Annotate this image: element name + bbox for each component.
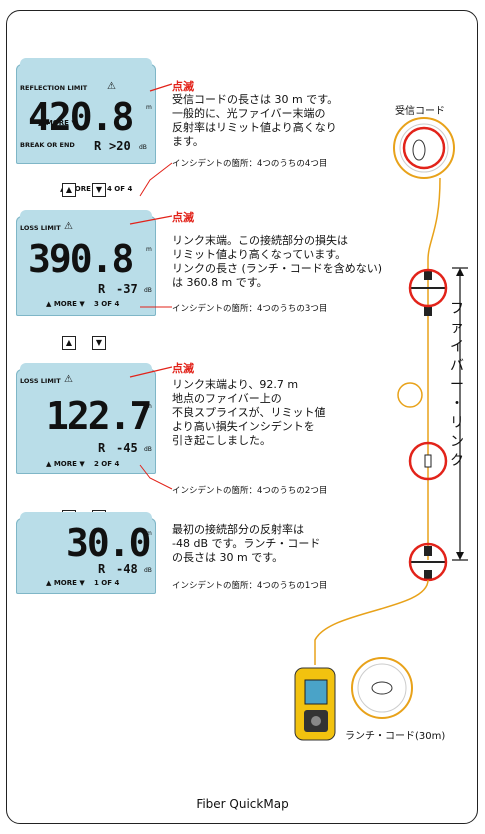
lcd-r-unit: dB [139,144,147,151]
lcd-value: 420.8 [28,95,134,139]
lcd-r-label: R [98,562,106,576]
lcd-display-3: LOSS LIMIT ⚠ 390.8 m R -37 dB [16,210,156,316]
desc-1: 最初の接続部分の反射率は -48 dB です。ランチ・コード の長さは 30 m… [172,523,321,564]
note-4: インシデントの箇所：4つのうちの4つ目 [172,159,328,169]
index-label-3: 3 OF 4 [94,300,120,308]
lcd-r-unit: dB [144,446,152,453]
lcd-value: 390.8 [28,237,134,281]
lcd-unit: m [146,246,152,253]
note-pointer-2 [139,464,173,490]
warning-icon: ⚠ [64,221,73,232]
more-label-1: ▲ MORE ▼ [46,579,85,587]
index-label-4: 4 OF 4 [107,185,133,193]
more-label-3: ▲ MORE ▼ [46,300,85,308]
lcd-r-label: R [94,139,102,153]
figure-caption: Fiber QuickMap [196,797,289,811]
lcd-r-value: -37 [116,282,138,296]
lcd-r-unit: dB [144,287,152,294]
lcd-header: REFLECTION LIMIT [20,84,88,92]
lcd-unit: m [146,104,152,111]
up-arrow-button[interactable]: ▲ [62,183,76,197]
note-pointer-4 [139,162,173,197]
receive-cord-label: 受信コード [395,106,445,117]
desc-3: リンク末端。この接続部分の損失は リミット値より高くなっています。 リンクの長さ… [172,234,383,289]
index-label-1: 1 OF 4 [94,579,120,587]
lcd-header: LOSS LIMIT [20,377,61,385]
blink-pointer-2 [129,366,173,378]
more-label-4: ▲ MORE ▼ [60,185,99,193]
lcd-value: 30.0 [66,521,152,565]
fiber-path [427,177,441,560]
fiber-loop [397,382,423,408]
more-label-2: ▲ MORE ▼ [46,460,85,468]
lcd-more: ▲ MORE ▼ [38,119,77,127]
lcd-display-1: 30.0 m R -48 dB [16,512,156,594]
blink-label-4: 点滅 [172,80,194,93]
note-1: インシデントの箇所：4つのうちの1つ目 [172,581,328,591]
lcd-r-value: -45 [116,441,138,455]
blink-pointer-3 [129,215,173,225]
receive-connector [412,139,426,161]
launch-cord-path [314,579,429,665]
note-2: インシデントの箇所：4つのうちの2つ目 [172,486,328,496]
lcd-r-label: R [98,282,106,296]
lcd-unit: m [146,403,152,410]
warning-icon: ⚠ [107,81,116,92]
lcd-unit: m [146,530,152,537]
figure-frame [6,10,478,824]
down-arrow-button[interactable]: ▼ [92,183,106,197]
fiber-link-label: ファイバー・リンク [450,301,464,469]
tester-screen [304,679,328,705]
up-arrow-button[interactable]: ▲ [62,336,76,350]
lcd-display-2: LOSS LIMIT ⚠ 122.7 m R -45 dB [16,363,156,474]
lcd-r-unit: dB [144,567,152,574]
lcd-r-label: R [98,441,106,455]
blink-pointer-4 [149,83,173,92]
down-arrow-button[interactable]: ▼ [92,336,106,350]
lcd-display-4: REFLECTION LIMIT ⚠ 420.8 m BREAK OR END … [16,58,156,164]
blink-label-2: 点滅 [172,362,194,375]
lcd-value: 122.7 [46,394,152,438]
launch-cord-label: ランチ・コード(30m) [345,731,446,742]
desc-2: リンク末端より、92.7 m 地点のファイバー上の 不良スプライスが、リミット値… [172,378,326,447]
blink-label-3: 点滅 [172,211,194,224]
incident-marker-4 [402,126,446,170]
desc-4: 受信コードの長さは 30 m です。 一般的に、光ファイバー末端の 反射率はリミ… [172,93,339,148]
lcd-r-value: -48 [116,562,138,576]
lcd-header: LOSS LIMIT [20,224,61,232]
warning-icon: ⚠ [64,374,73,385]
lcd-footer-left: BREAK OR END [20,141,75,149]
incident-marker-3 [408,268,448,308]
note-3: インシデントの箇所：4つのうちの3つ目 [172,304,328,314]
lcd-r-value: >20 [109,139,131,153]
index-label-2: 2 OF 4 [94,460,120,468]
incident-marker-2 [408,441,448,481]
